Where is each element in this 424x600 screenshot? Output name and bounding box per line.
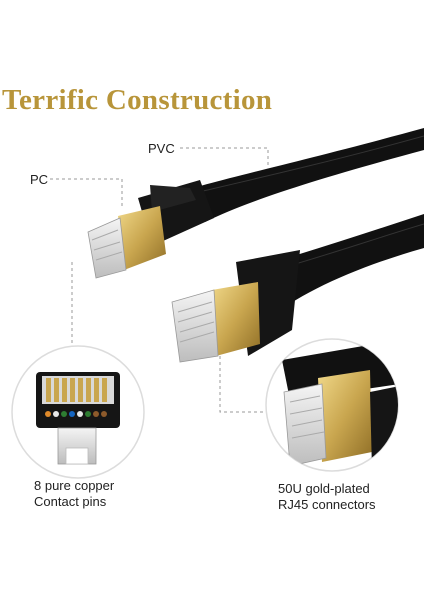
label-gold-connectors: 50U gold-plated RJ45 connectors	[278, 481, 418, 513]
label-copper-pins: 8 pure copper Contact pins	[34, 478, 154, 510]
label-pins-line1: 8 pure copper	[34, 478, 115, 493]
rj45-connector-lower	[171, 250, 300, 363]
leader-pc	[50, 178, 123, 208]
rj45-connector-upper	[87, 180, 214, 279]
label-pc: PC	[30, 172, 49, 187]
label-pins-line2: Contact pins	[34, 494, 107, 509]
label-conn-line1: 50U gold-plated	[278, 481, 370, 496]
detail-circle-pins	[11, 345, 145, 479]
detail-circle-connectors	[265, 338, 399, 472]
page-title: Terrific Construction	[2, 84, 273, 116]
label-pvc: PVC	[148, 141, 175, 156]
copper-pins	[46, 378, 107, 402]
wire-colors	[45, 411, 107, 417]
label-conn-line2: RJ45 connectors	[278, 497, 376, 512]
leader-pvc	[180, 147, 269, 166]
flat-cable-upper	[170, 128, 424, 222]
